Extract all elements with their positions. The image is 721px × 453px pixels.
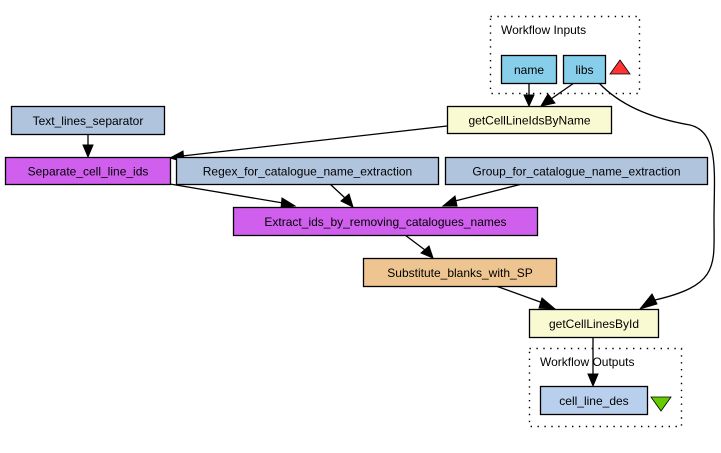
node-separate-cell-line-ids-box[interactable] <box>4 156 172 186</box>
node-separate-cell-line-ids[interactable]: Separate_cell_line_ids <box>4 156 172 186</box>
node-cell-line-des-label: cell_line_des <box>559 394 628 408</box>
node-getcelllinesbyid[interactable]: getCellLinesById <box>528 308 660 339</box>
node-getcelllineidsbyname[interactable]: getCellLineIdsByName <box>446 105 613 135</box>
node-substitute-blanks-with-sp[interactable]: Substitute_blanks_with_SP <box>362 257 558 288</box>
node-text-lines-separator-box[interactable] <box>10 105 166 136</box>
arrowhead <box>539 93 556 107</box>
node-libs-box[interactable] <box>562 54 607 85</box>
node-group-for-catalogue-name-extraction[interactable]: Group_for_catalogue_name_extraction <box>444 156 709 186</box>
arrowhead <box>523 94 535 108</box>
node-group-box[interactable] <box>444 156 709 186</box>
edge-group-to-extract <box>454 183 523 202</box>
node-regex-box[interactable] <box>175 156 440 186</box>
node-getcelllineidsbyname-label: getCellLineIdsByName <box>468 114 590 128</box>
arrowhead <box>587 373 599 388</box>
arrowhead <box>441 195 458 207</box>
node-getcelllinesbyid-label: getCellLinesById <box>549 317 639 331</box>
arrowhead <box>82 144 94 159</box>
node-separate-cell-line-ids-label: Separate_cell_line_ids <box>28 165 149 179</box>
cluster-inputs-border <box>489 15 641 95</box>
output-port-triangle-icon <box>650 396 672 412</box>
node-substitute-box[interactable] <box>362 257 558 288</box>
cluster-inputs-label: Workflow Inputs <box>501 23 586 37</box>
node-getcelllinesbyid-box[interactable] <box>528 308 660 339</box>
node-substitute-label: Substitute_blanks_with_SP <box>387 266 532 280</box>
arrowhead <box>280 197 297 209</box>
edge-substitute-to-getcelllinesbyid <box>495 285 544 304</box>
edge-separate-to-extract <box>169 183 284 204</box>
arrowhead <box>538 297 557 310</box>
edge-extract-to-substitute <box>404 234 426 251</box>
node-cell-line-des[interactable]: cell_line_des <box>539 385 649 416</box>
node-extract-ids[interactable]: Extract_ids_by_removing_catalogues_names <box>232 206 539 237</box>
arrowhead <box>638 293 658 310</box>
edge-libs-to-getcelllineidsbyname <box>550 82 575 100</box>
node-extract-label: Extract_ids_by_removing_catalogues_names <box>264 215 506 229</box>
node-text-lines-separator-label: Text_lines_separator <box>33 114 144 128</box>
node-getcelllineidsbyname-box[interactable] <box>446 105 613 135</box>
arrowhead <box>420 245 434 259</box>
edges <box>82 82 716 388</box>
node-regex-label: Regex_for_catalogue_name_extraction <box>203 165 412 179</box>
cluster-workflow-outputs: Workflow Outputs <box>528 347 683 428</box>
cluster-outputs-label: Workflow Outputs <box>540 355 634 369</box>
edge-libs-to-getcelllinesbyid <box>598 82 716 301</box>
edge-getcelllineidsbyname-to-separate <box>181 125 448 157</box>
node-group-label: Group_for_catalogue_name_extraction <box>472 165 680 179</box>
node-name-label: name <box>514 63 544 77</box>
node-name[interactable]: name <box>500 54 558 85</box>
node-libs-label: libs <box>575 63 593 77</box>
edge-regex-to-extract <box>329 183 346 199</box>
node-libs[interactable]: libs <box>562 54 607 85</box>
node-text-lines-separator[interactable]: Text_lines_separator <box>10 105 166 136</box>
cluster-outputs-border <box>528 347 683 428</box>
node-name-box[interactable] <box>500 54 558 85</box>
input-port-triangle-icon <box>609 59 631 75</box>
node-extract-box[interactable] <box>232 206 539 237</box>
arrowhead <box>340 193 354 208</box>
node-regex-for-catalogue-name-extraction[interactable]: Regex_for_catalogue_name_extraction <box>175 156 440 186</box>
node-cell-line-des-box[interactable] <box>539 385 649 416</box>
cluster-workflow-inputs: Workflow Inputs <box>489 15 641 95</box>
